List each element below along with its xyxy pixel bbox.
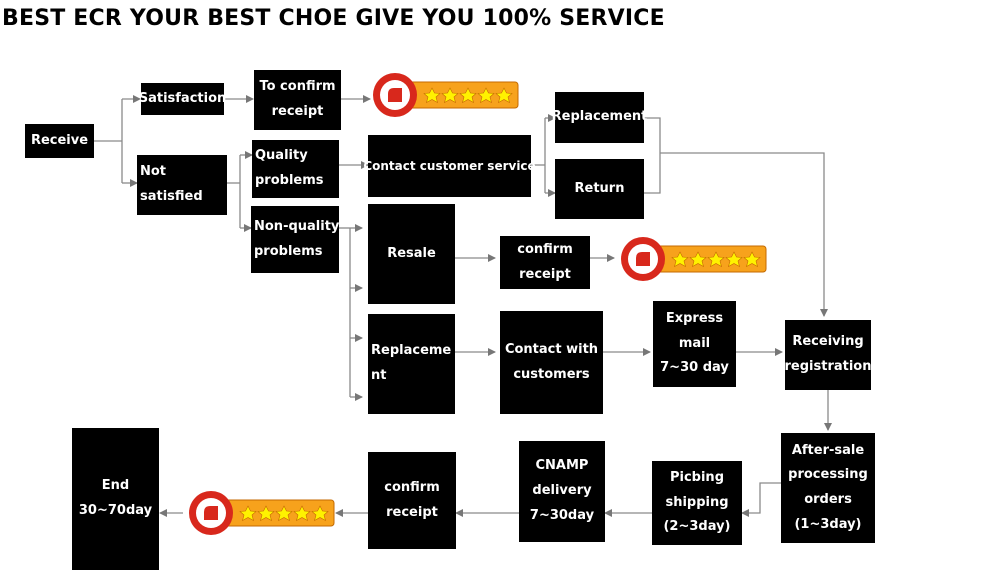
contact-customer-service-node: Contact customer service (363, 135, 536, 197)
page-title: BEST ECR YOUR BEST CHOE GIVE YOU 100% SE… (2, 6, 665, 31)
receive-node: Receive (25, 124, 94, 158)
satisfaction-node: Satisfaction (139, 83, 226, 115)
five-star-rating-badge-icon (189, 491, 335, 535)
return-node: Return (555, 159, 644, 219)
five-star-rating-badge-icon (621, 237, 767, 281)
replacement-top-node: Replacement (552, 92, 647, 143)
five-star-rating-badge-icon (373, 73, 519, 117)
resale-node: Resale (368, 204, 455, 304)
